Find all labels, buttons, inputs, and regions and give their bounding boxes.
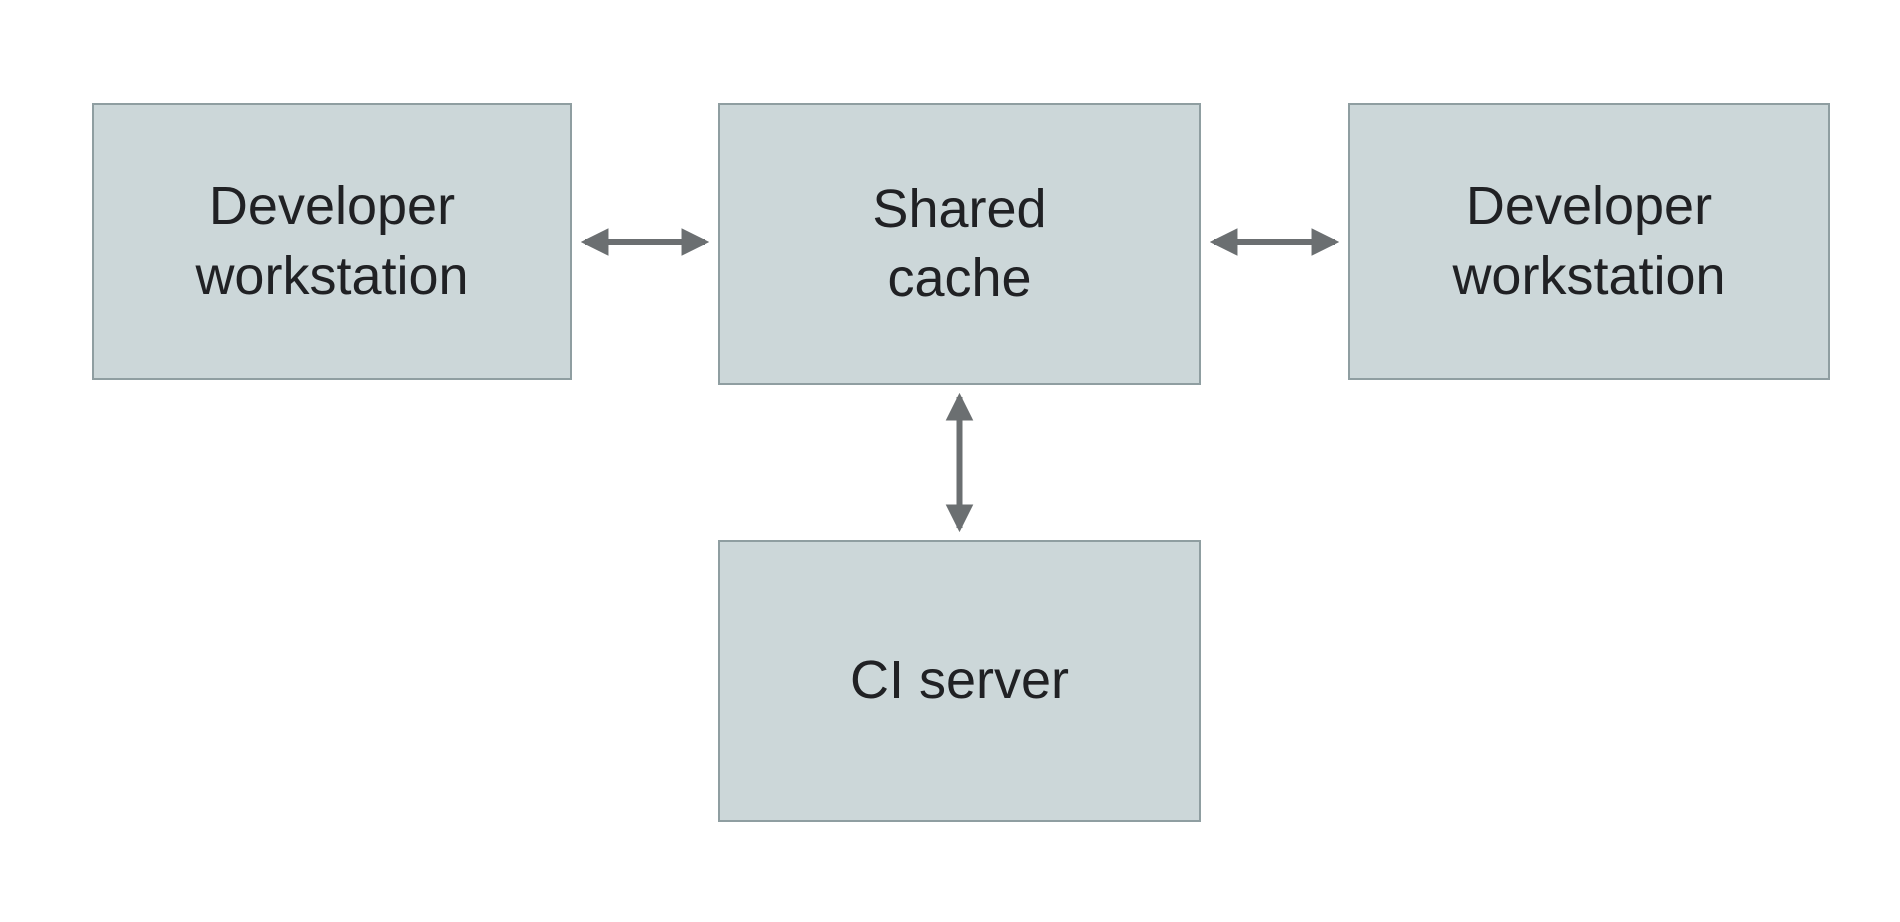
node-label: Shared cache [872, 178, 1047, 308]
node-label: Developer workstation [195, 176, 469, 306]
node-developer-workstation-left: Developer workstation [92, 103, 572, 380]
node-ci-server: CI server [718, 540, 1201, 822]
node-developer-workstation-right: Developer workstation [1348, 103, 1830, 380]
node-label: Developer workstation [1452, 176, 1726, 306]
node-shared-cache: Shared cache [718, 103, 1201, 385]
node-label: CI server [849, 650, 1070, 711]
